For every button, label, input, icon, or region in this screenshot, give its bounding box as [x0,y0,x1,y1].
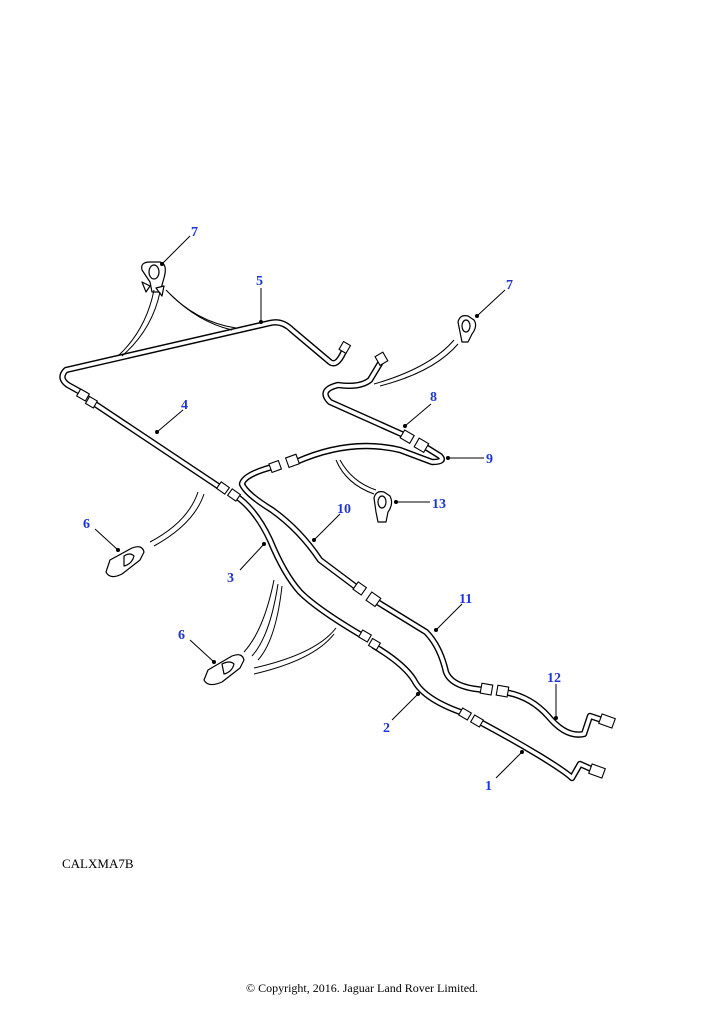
callout-1: 1 [485,779,492,794]
diagram-reference-code: CALXMA7B [62,856,134,871]
callout-2: 2 [383,721,390,736]
pipe-4 [88,398,228,494]
pipe-1 [476,718,602,782]
assembly-lines [117,289,459,675]
pipe-5 [59,319,350,399]
clip-13 [373,491,393,523]
callout-13: 13 [432,497,446,512]
leader-lines [94,235,558,779]
callout-10: 10 [337,502,351,517]
pipe-3 [232,492,370,642]
pipe-2 [370,642,470,718]
callout-5: 5 [256,274,263,289]
callout-7-right: 7 [506,278,513,293]
callout-6-upper: 6 [83,517,90,532]
callouts: 7 5 7 8 4 9 13 10 6 3 11 6 12 2 1 [83,225,561,794]
callout-6-lower: 6 [178,628,185,643]
callout-7-left: 7 [191,225,198,240]
pipe-8 [322,356,410,440]
pipe-12 [500,688,612,738]
fittings [75,340,616,779]
copyright-notice: © Copyright, 2016. Jaguar Land Rover Lim… [245,981,479,995]
callout-3: 3 [227,571,234,586]
clip-7-left [141,261,166,297]
callout-12: 12 [547,671,561,686]
pipe-11 [370,596,490,694]
pipe-9 [292,442,445,466]
callout-11: 11 [459,592,472,607]
bracket-6-upper [105,546,145,578]
callout-9: 9 [486,452,493,467]
callout-4: 4 [181,398,188,413]
pipe-10 [238,462,364,594]
callout-8: 8 [430,390,437,405]
clip-7-right [457,315,477,343]
bracket-6-lower [203,654,245,686]
